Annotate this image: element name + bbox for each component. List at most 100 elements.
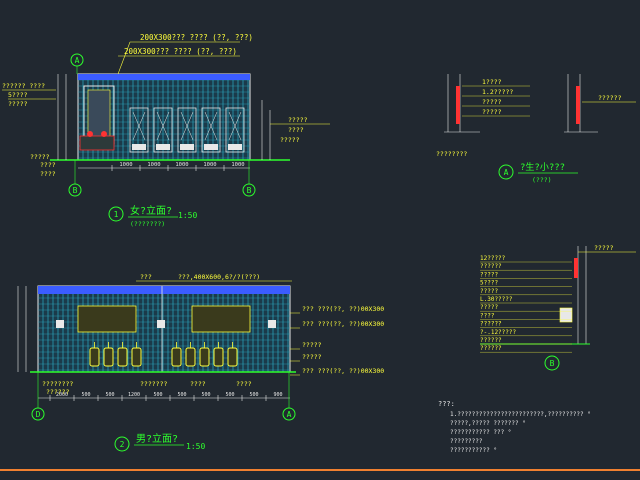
detail-a-note: ?????: [482, 108, 502, 116]
elevation-1-bottom-dims: 1000 1000 1000 1000 1000: [111, 162, 245, 171]
urinal: [185, 347, 196, 367]
notes-line: ?????????: [450, 438, 483, 445]
elevation-1-callout-b: 200X300??? ???? (??, ???): [124, 47, 237, 56]
grid-bubble-b2-label: B: [247, 186, 252, 195]
elevation-1-left-note-2: 5????: [8, 91, 28, 99]
dimension-text: 1000: [231, 162, 244, 168]
dimension-text: 900: [273, 392, 282, 398]
detail-a-right-panel: [576, 86, 580, 124]
detail-a-note: 1.2?????: [482, 88, 513, 96]
stall-fixture: [228, 144, 242, 150]
detail-a-right-note: ??????: [598, 94, 622, 102]
dimension-text: 1000: [119, 162, 132, 168]
notes-heading: ???:: [438, 400, 455, 408]
detail-b-note: ?????: [480, 288, 498, 295]
elevation-1-subtitle: (???????): [130, 220, 165, 228]
dimension-text: 1000: [175, 162, 188, 168]
elevation-2-bottom-left-2: ??????: [46, 388, 70, 396]
detail-b-note: ????: [480, 312, 495, 319]
elevation-1-title-bubble: [108, 206, 124, 222]
elevation-1-callout-a: 200X300??? ???? (??, ???): [140, 33, 253, 42]
notes-line: 1.????????????????????????,?????????? °: [450, 411, 591, 418]
elevation-2-wall: [37, 285, 291, 373]
elevation-1-counter: [79, 135, 115, 151]
stall-fixture: [156, 144, 170, 150]
stall-panel-pattern: [228, 111, 242, 141]
elevation-2-fixture-2: [157, 320, 165, 328]
stall-panel-pattern: [204, 111, 218, 141]
detail-b-note: ??????: [480, 337, 502, 344]
elevation-1-left-note-1: ?????? ????: [2, 82, 45, 90]
detail-b-note: L.30?????: [480, 296, 513, 303]
dimension-text: 1000: [147, 162, 160, 168]
elevation-2-right-4: ?????: [302, 353, 322, 361]
elevation-2-mid-label-1: ???????: [140, 380, 167, 388]
dimension-text: 500: [201, 392, 210, 398]
detail-b-title-letter: B: [550, 359, 555, 368]
elevation-1-callout-a-arrow: [117, 41, 131, 75]
elevation-1-bottom-left-3: ????: [40, 170, 56, 178]
dimension-text: 1000: [203, 162, 216, 168]
elevation-2-right-2: ??? ???(??, ??)00X300: [302, 320, 384, 328]
dimension-text: 500: [177, 392, 186, 398]
grid-bubble-b-label: B: [73, 186, 78, 195]
urinal: [103, 347, 114, 367]
stall-panel-pattern: [156, 111, 170, 141]
detail-b-note: ?????: [480, 271, 498, 278]
elevation-1-title-number: 1: [114, 210, 119, 219]
elevation-2-top-band: [38, 286, 290, 294]
elevation-1-right-note-1: ?????: [288, 116, 308, 124]
urinal: [131, 347, 142, 367]
detail-b-note: 5????: [480, 280, 498, 287]
stall-fixture: [204, 144, 218, 150]
elevation-1-left-note-3: ?????: [8, 100, 28, 108]
detail-b-note: ?-.12?????: [480, 329, 517, 336]
stall-panel: [177, 107, 197, 153]
detail-b: 12????????????????5?????????L.30????????…: [480, 244, 636, 371]
elevation-2-mid-label-3: ????: [236, 380, 252, 388]
elevation-2-title-number: 2: [120, 440, 125, 449]
elevation-2-fixture-1: [56, 320, 64, 328]
notes-lines: 1.????????????????????????,?????????? °?…: [450, 411, 591, 454]
notes-line: ?????,????? ??????? °: [450, 420, 526, 427]
elevation-2-title-bubble: [114, 436, 130, 452]
notes-line: ??????????? ??? °: [450, 429, 511, 436]
elevation-2-right-3: ?????: [302, 341, 322, 349]
detail-a: 1????1.2??????????????? ?????? ???????? …: [436, 74, 636, 184]
elevation-1-stalls: [129, 107, 245, 153]
dimension-text: 1200: [128, 392, 140, 398]
urinal: [171, 347, 182, 367]
grid-bubble-a2-label: A: [287, 410, 292, 419]
elevation-2-bottom-left-1: ????????: [42, 380, 73, 388]
detail-b-top-right: ?????: [594, 244, 614, 252]
dimension-text: 500: [81, 392, 90, 398]
dimension-text: 500: [105, 392, 114, 398]
detail-b-note: ??????: [480, 263, 502, 270]
elevation-1-fixture-1: [87, 131, 93, 137]
stall-fixture: [180, 144, 194, 150]
detail-a-bottom-note: ????????: [436, 150, 467, 158]
elevation-1-bottom-left-1: ?????: [30, 153, 50, 161]
detail-b-note: ?????: [480, 304, 498, 311]
detail-a-left-panel: [456, 86, 460, 124]
elevation-2-title: 男?立面?: [136, 432, 178, 445]
elevation-1-top-band: [78, 74, 250, 80]
detail-b-title-bubble: [544, 355, 560, 371]
elevation-2-right-1: ??? ???(??, ??)00X300: [302, 305, 384, 313]
elevation-1-right-note-3: ?????: [280, 136, 300, 144]
elevation-2-mid-label-2: ????: [190, 380, 206, 388]
detail-a-notes: 1????1.2???????????????: [462, 78, 530, 117]
stall-panel: [201, 107, 221, 153]
grid-bubble-a-label: A: [75, 56, 80, 65]
elevation-2-scale: 1:50: [186, 442, 205, 451]
elevation-2-urinals: [89, 342, 238, 367]
stall-panel-pattern: [180, 111, 194, 141]
general-notes: ???: 1.????????????????????????,????????…: [438, 400, 591, 454]
urinal: [117, 347, 128, 367]
detail-b-panel-top: [574, 258, 578, 278]
detail-b-note: ??????: [480, 321, 502, 328]
elevation-2-top-label-2: ???,400X600,6?/?(???): [178, 273, 260, 281]
